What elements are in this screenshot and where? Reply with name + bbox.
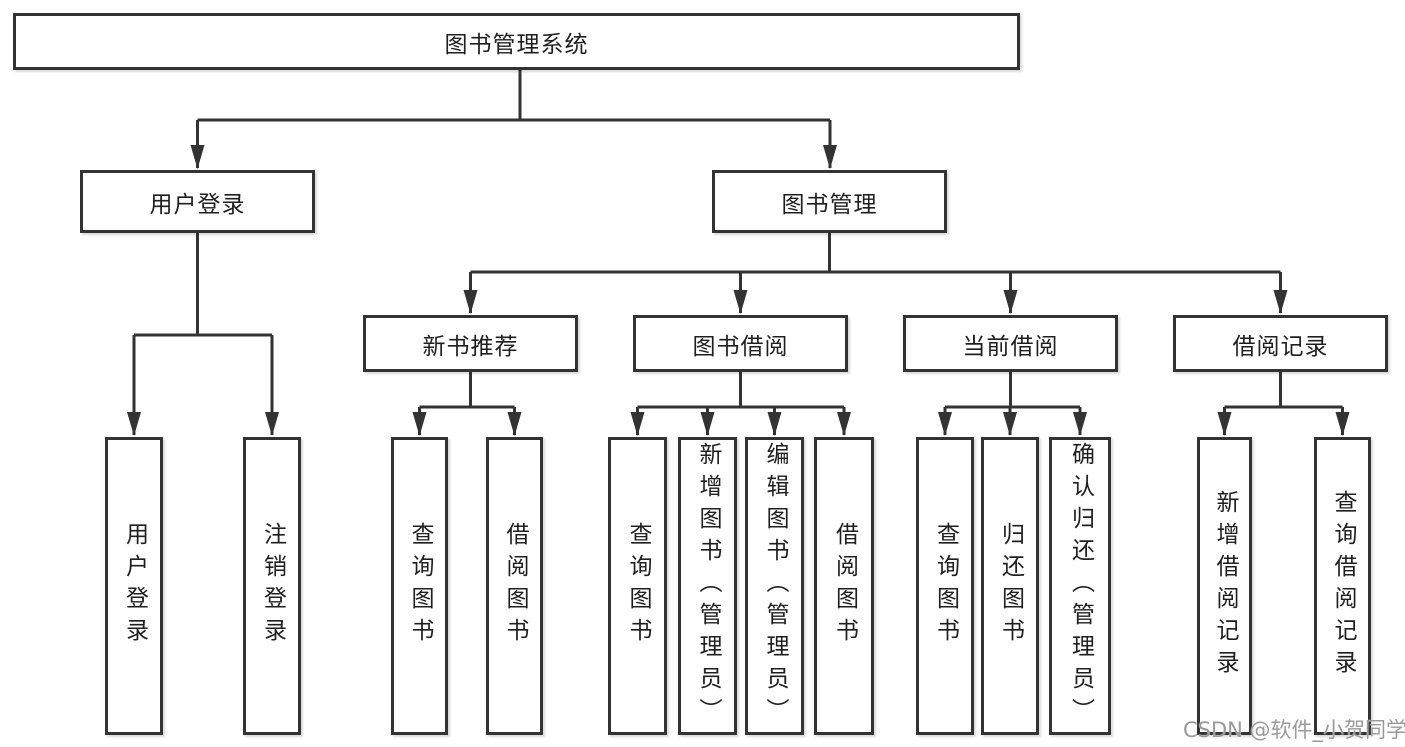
node-library-management-system: 图书管理系统 [13,13,1020,70]
node-label: 用户登录 [149,191,246,218]
node-label: 借阅图书 [502,522,528,650]
node-label: 查询图书 [407,522,433,650]
node-borrowing-records: 借阅记录 [1173,315,1388,372]
node-query-books-borrowing: 查询图书 [608,437,667,735]
node-label: 当前借阅 [962,333,1059,360]
connector-borrowing-records [1217,372,1350,436]
node-return-books: 归还图书 [981,437,1039,735]
node-logout: 注销登录 [243,437,301,735]
node-new-book-recommendation: 新书推荐 [363,315,578,372]
node-label: 用户登录 [121,522,148,650]
node-label: 查询借阅记录 [1330,490,1356,682]
node-query-borrow-record: 查询借阅记录 [1314,437,1371,735]
node-edit-book-admin: 编辑图书（管理员） [745,437,804,735]
node-label: 借阅图书 [831,522,858,650]
node-label: 注销登录 [259,522,286,650]
node-label: 图书管理系统 [444,31,589,58]
node-query-books-recommend: 查询图书 [391,437,448,735]
node-query-books-current: 查询图书 [916,437,974,735]
node-user-login-leaf: 用户登录 [105,437,163,735]
node-label: 借阅记录 [1232,333,1329,360]
connector-book-management [463,233,1288,314]
node-borrow-books-recommend: 借阅图书 [486,437,543,735]
node-add-book-admin: 新增图书（管理员） [678,437,737,735]
node-borrow-books-borrowing: 借阅图书 [814,437,874,735]
node-label: 新增借阅记录 [1212,490,1238,682]
node-label: 图书管理 [781,191,878,218]
node-label: 图书借阅 [692,333,789,360]
node-label: 查询图书 [625,522,651,650]
node-book-borrowing: 图书借阅 [633,315,848,372]
node-label: 确认归还（管理员） [1067,442,1094,730]
node-confirm-return-admin: 确认归还（管理员） [1049,437,1111,735]
node-label: 编辑图书（管理员） [762,442,788,730]
node-book-management: 图书管理 [712,170,947,233]
connector-new-book-recommendation [412,372,522,436]
node-user-login: 用户登录 [80,170,315,233]
node-label: 查询图书 [932,522,959,650]
connector-root [190,70,837,169]
node-add-borrow-record: 新增借阅记录 [1197,437,1252,735]
connector-book-borrowing [630,372,851,436]
csdn-watermark: CSDN @软件_小贺同学 [1183,718,1405,742]
connector-current-borrowing [938,372,1087,436]
node-label: 新增图书（管理员） [695,442,721,730]
node-current-borrowing: 当前借阅 [903,315,1118,372]
node-label: 归还图书 [997,522,1024,650]
node-label: 新书推荐 [422,333,519,360]
connector-user-login [127,233,279,436]
